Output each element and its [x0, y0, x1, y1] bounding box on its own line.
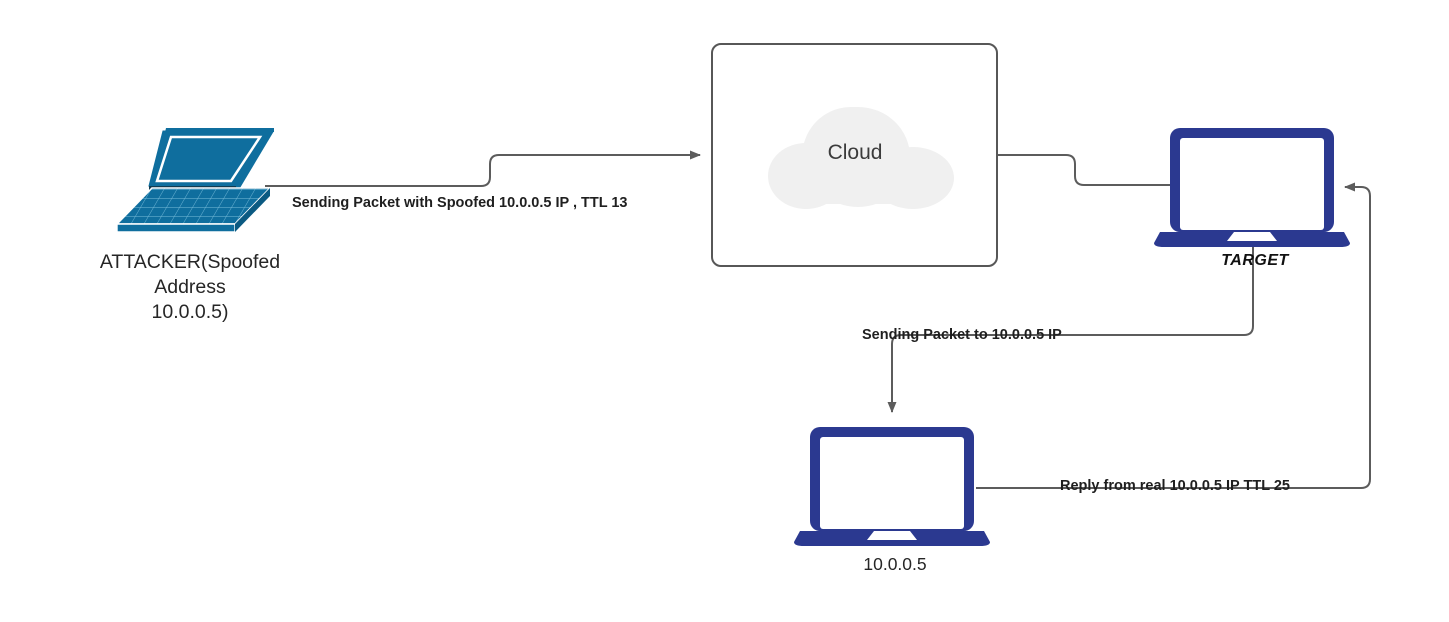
edge-cloud-to-target	[997, 154, 1172, 186]
attacker-laptop-icon	[115, 128, 274, 233]
cloud-icon	[768, 106, 954, 209]
edge-label-attacker-to-cloud: Sending Packet with Spoofed 10.0.0.5 IP …	[292, 195, 628, 211]
edge-victim-to-target	[976, 182, 1371, 489]
edge-attacker-to-cloud	[265, 150, 701, 187]
attacker-label: ATTACKER(Spoofed Address 10.0.0.5)	[99, 251, 281, 323]
edge-target-to-victim	[887, 245, 1254, 413]
edge-label-target-to-victim: Sending Packet to 10.0.0.5 IP	[862, 327, 1062, 343]
edge-label-victim-to-target: Reply from real 10.0.0.5 IP TTL 25	[1060, 478, 1290, 494]
target-laptop-icon	[1154, 128, 1350, 247]
cloud-container-box	[711, 43, 998, 267]
victim-laptop-icon	[794, 427, 990, 546]
victim-label: 10.0.0.5	[863, 554, 927, 574]
target-label: TARGET	[1221, 252, 1289, 269]
cloud-label: Cloud	[827, 141, 883, 164]
